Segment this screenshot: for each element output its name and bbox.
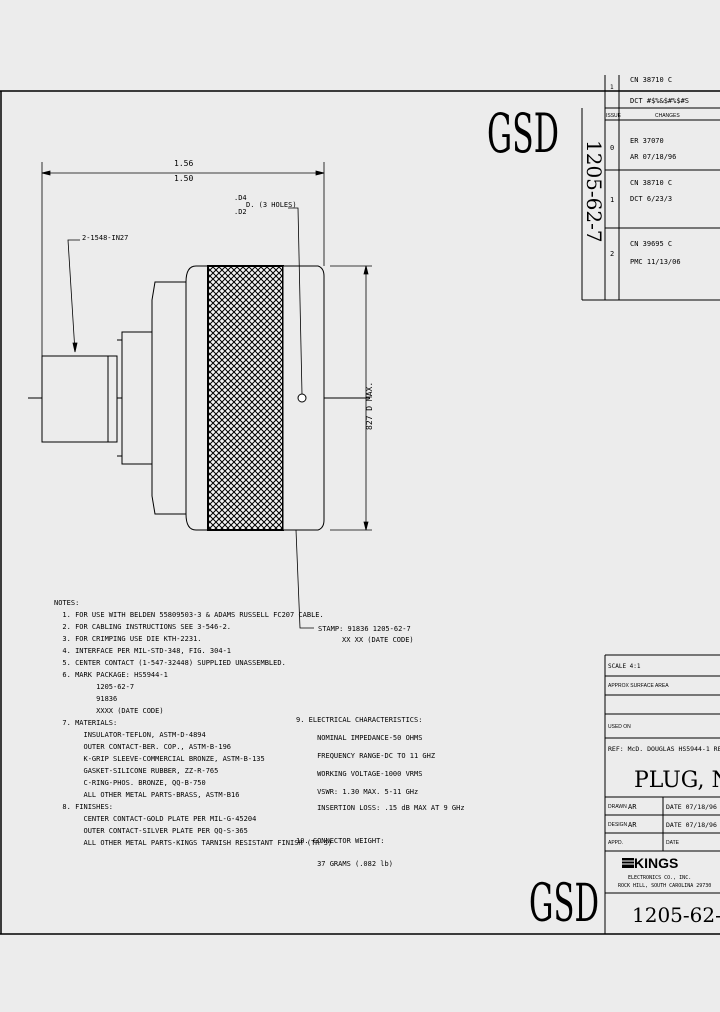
note-line: CENTER CONTACT-GOLD PLATE PER MIL-G-4520… bbox=[54, 815, 256, 823]
note-line: 1205-62-7 bbox=[54, 683, 134, 691]
elec-line: NOMINAL IMPEDANCE-50 OHMS bbox=[296, 734, 422, 742]
elec-line: WORKING VOLTAGE-1000 VRMS bbox=[296, 770, 422, 778]
drawing-number-vertical: 1205-62-7 bbox=[582, 140, 606, 243]
company-line-2: ROCK HILL, SOUTH CAROLINA 29730 bbox=[618, 883, 711, 889]
rev-top-cn: CN 38710 C bbox=[630, 76, 672, 84]
gsd-logo-bottom: GSD bbox=[529, 874, 599, 934]
rev-top-issue: 1 bbox=[610, 84, 614, 91]
note-line: GASKET-SILICONE RUBBER, ZZ-R-765 bbox=[54, 767, 218, 775]
note-line: 8. FINISHES: bbox=[54, 803, 113, 811]
design-date: DATE 07/18/96 bbox=[666, 821, 717, 829]
rev-row-0-issue: 0 bbox=[610, 144, 614, 152]
electrical-block: 9. ELECTRICAL CHARACTERISTICS: NOMINAL I… bbox=[296, 716, 465, 868]
dim-hole-a: .D4 bbox=[234, 194, 247, 202]
rev-header-changes: CHANGES bbox=[655, 113, 680, 119]
elec-line: 10. CONNECTOR WEIGHT: bbox=[296, 837, 385, 845]
note-line: 4. INTERFACE PER MIL-STD-348, FIG. 304-1 bbox=[54, 647, 231, 655]
rev-row-1-a: CN 38710 C bbox=[630, 179, 672, 187]
rev-row-2-a: CN 39695 C bbox=[630, 240, 672, 248]
note-line: C-RING-PHOS. BRONZE, QQ-B-750 bbox=[54, 779, 206, 787]
note-line: ALL OTHER METAL PARTS-BRASS, ASTM-B16 bbox=[54, 791, 239, 799]
dim-hole-b: .D2 bbox=[234, 208, 247, 216]
hole-circle bbox=[297, 393, 307, 403]
design-label: DESIGN bbox=[608, 822, 628, 828]
ref-text: REF: McD. DOUGLAS HS5944-1 REV. - bbox=[608, 745, 720, 753]
design-by: AR bbox=[628, 821, 637, 829]
knurled-coupling-nut bbox=[207, 265, 284, 531]
scale-text: SCALE 4:1 bbox=[608, 663, 641, 670]
rev-row-0-b: AR 07/18/96 bbox=[630, 153, 676, 161]
note-line: 91836 bbox=[54, 695, 117, 703]
part-title: PLUG, N bbox=[634, 768, 720, 793]
dim-overall-2: 1.50 bbox=[174, 174, 193, 183]
used-on-text: USED ON bbox=[608, 724, 631, 730]
body-shoulder bbox=[185, 265, 209, 531]
rev-row-0-a: ER 37070 bbox=[630, 137, 664, 145]
note-line: ALL OTHER METAL PARTS-KINGS TARNISH RESI… bbox=[54, 839, 332, 847]
company-name: KINGS bbox=[634, 855, 678, 871]
crimp-sleeve bbox=[121, 331, 153, 465]
note-line: 1. FOR USE WITH BELDEN 55809503-3 & ADAM… bbox=[54, 611, 324, 619]
elec-line: FREQUENCY RANGE-DC TO 11 GHZ bbox=[296, 752, 435, 760]
rev-row-1-issue: 1 bbox=[610, 196, 614, 204]
rev-row-1-b: DCT 6/23/3 bbox=[630, 195, 672, 203]
appd-label: APPD. bbox=[608, 840, 623, 846]
part-number: 1205-62-7 bbox=[632, 903, 720, 927]
stamp-line-2: XX XX (DATE CODE) bbox=[342, 636, 414, 644]
note-line: 5. CENTER CONTACT (1-547-32448) SUPPLIED… bbox=[54, 659, 286, 667]
note-line: OUTER CONTACT-BER. COP., ASTM-B-196 bbox=[54, 743, 231, 751]
elec-line: INSERTION LOSS: .15 dB MAX AT 9 GHz bbox=[296, 804, 465, 812]
dim-overall-1: 1.56 bbox=[174, 159, 193, 168]
elec-line: VSWR: 1.30 MAX. 5-11 GHz bbox=[296, 788, 418, 796]
notes-block: NOTES: 1. FOR USE WITH BELDEN 55809503-3… bbox=[54, 599, 332, 847]
connector-drawing bbox=[28, 265, 370, 531]
revision-block: 1 CN 38710 C DCT #$%&$#%$#S ISSUE CHANGE… bbox=[581, 75, 720, 301]
note-line: 3. FOR CRIMPING USE DIE KTH-2231. bbox=[54, 635, 202, 643]
kings-logo-icon bbox=[622, 858, 634, 868]
rev-header-issue: ISSUE bbox=[606, 113, 622, 119]
note-line: K-GRIP SLEEVE-COMMERCIAL BRONZE, ASTM-B-… bbox=[54, 755, 265, 763]
cable-ferrule bbox=[41, 355, 118, 443]
note-line: 6. MARK PACKAGE: HS5944-1 bbox=[54, 671, 168, 679]
approx-area-text: APPROX SURFACE AREA bbox=[608, 683, 669, 689]
note-line: 2. FOR CABLING INSTRUCTIONS SEE 3-546-2. bbox=[54, 623, 231, 631]
note-line: INSULATOR-TEFLON, ASTM-D-4894 bbox=[54, 731, 206, 739]
dim-hole-label: D. (3 HOLES) bbox=[246, 201, 297, 209]
dim-thread: 2-1548-IN27 bbox=[82, 234, 128, 242]
dimension-lines bbox=[41, 162, 372, 629]
appd-date: DATE bbox=[666, 840, 680, 846]
elec-line: 9. ELECTRICAL CHARACTERISTICS: bbox=[296, 716, 422, 724]
gsd-logo-top: GSD bbox=[487, 102, 559, 165]
stamp-line-1: STAMP: 91836 1205-62-7 bbox=[318, 625, 411, 633]
rev-row-2-issue: 2 bbox=[610, 250, 614, 258]
rev-row-2-b: PMC 11/13/06 bbox=[630, 258, 681, 266]
company-line-1: ELECTRONICS CO., INC. bbox=[628, 875, 691, 881]
note-line: XXXX (DATE CODE) bbox=[54, 707, 164, 715]
body-taper bbox=[151, 281, 187, 515]
note-line: NOTES: bbox=[54, 599, 79, 607]
drawn-label: DRAWN bbox=[608, 804, 627, 810]
drawn-date: DATE 07/18/96 bbox=[666, 803, 717, 811]
drawn-by: AR bbox=[628, 803, 637, 811]
note-line: OUTER CONTACT-SILVER PLATE PER QQ-S-365 bbox=[54, 827, 248, 835]
elec-line: 37 GRAMS (.082 lb) bbox=[296, 860, 393, 868]
rev-top-sub: DCT #$%&$#%$#S bbox=[630, 97, 689, 105]
note-line: 7. MATERIALS: bbox=[54, 719, 117, 727]
title-block: SCALE 4:1 APPROX SURFACE AREA USED ON RE… bbox=[604, 654, 720, 934]
dim-max-diameter: 827 D MAX. bbox=[365, 382, 374, 430]
